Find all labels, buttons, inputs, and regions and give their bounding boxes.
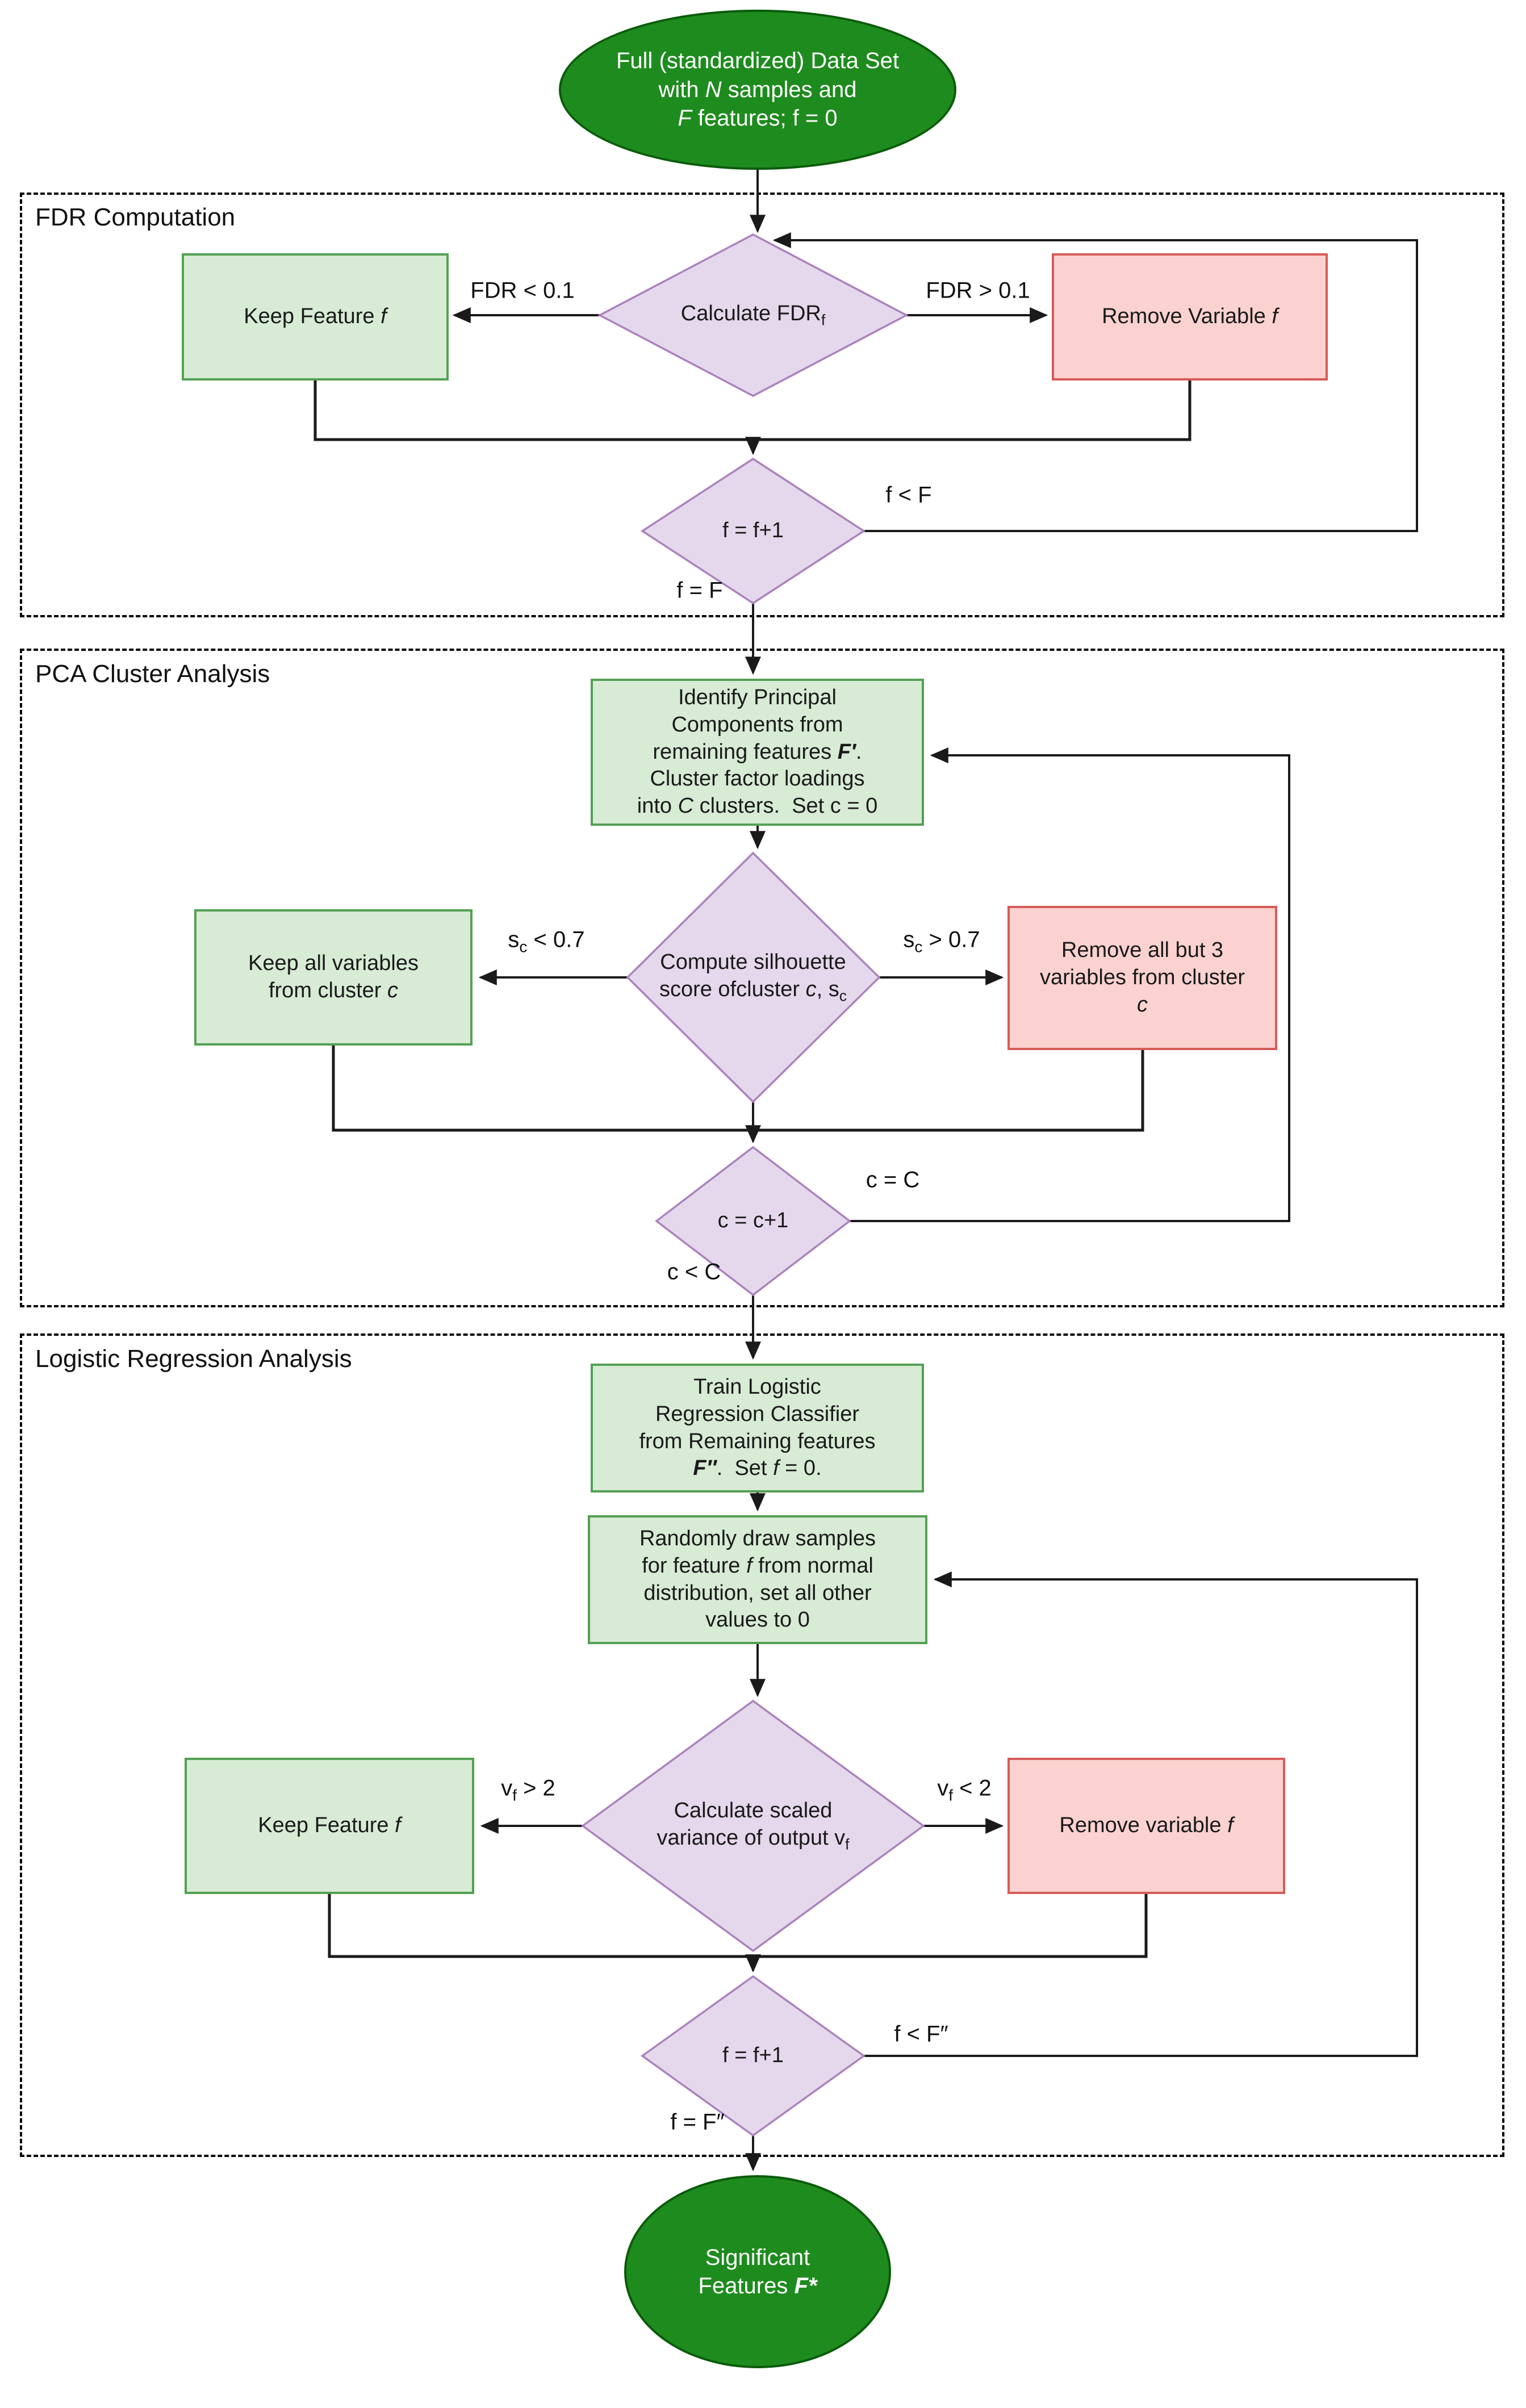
process-train-logistic-regression: Train Logistic Regression Classifier fro… [591, 1364, 924, 1493]
section-pca-cluster-analysis [20, 649, 1504, 1307]
end-terminal-text: Significant Features F* [698, 2244, 817, 2298]
process-remove-variable-f: Remove Variable f [1052, 253, 1328, 381]
section-label-pca: PCA Cluster Analysis [35, 660, 270, 688]
label-c-less-C: c < C [667, 1259, 721, 1285]
process-randomly-draw-samples: Randomly draw samples for feature f from… [588, 1515, 927, 1644]
edge-keepf2-merge [328, 1894, 753, 1958]
label-f-equals-F2: f = F″ [670, 2109, 725, 2135]
edge-pca-loop [850, 747, 1290, 1222]
label-c-equals-C: c = C [866, 1167, 920, 1193]
label-sc-greater: sc > 0.7 [903, 927, 980, 956]
decision-silhouette [626, 851, 881, 1103]
silhouette-text: Compute silhouette score ofcluster c, sc [659, 950, 847, 1005]
decision-calculate-fdr [597, 233, 909, 397]
edge-removef2-merge [753, 1894, 1148, 1958]
decision-lr-iterate [640, 1975, 866, 2137]
label-f-less-F2: f < F″ [894, 2021, 948, 2047]
label-f-equals-F: f = F [676, 578, 723, 603]
train-text: Train Logistic Regression Classifier fro… [639, 1374, 876, 1481]
process-keep-feature-f-2: Keep Feature f [185, 1758, 474, 1894]
variance-text: Calculate scaled variance of output vf [657, 1799, 850, 1853]
identify-text: Identify Principal Components from remai… [637, 685, 878, 818]
decision-variance-text: Calculate scaled variance of output vf [631, 1786, 875, 1866]
process-keep-all-variables: Keep all variables from cluster c [194, 909, 473, 1046]
decision-fdr-iterate [640, 457, 866, 605]
start-terminal-text: Full (standardized) Data Set with N samp… [616, 48, 899, 131]
decision-lr-iterate-text: f = f+1 [722, 2043, 784, 2068]
edge-keepall-merge [332, 1046, 753, 1132]
label-f-less-F: f < F [885, 482, 932, 508]
start-terminal: Full (standardized) Data Set with N samp… [559, 10, 956, 170]
end-terminal: Significant Features F* [624, 2175, 891, 2368]
edge-remove3-merge [753, 1050, 1144, 1132]
label-fdr-greater: FDR > 0.1 [926, 278, 1030, 303]
edge-lr-loop [864, 1571, 1418, 2057]
edge-removef-merge [753, 381, 1191, 441]
section-logistic-regression-analysis [20, 1333, 1504, 2157]
label-vf-less: vf < 2 [937, 1775, 992, 1804]
process-keep-feature-f: Keep Feature f [182, 253, 449, 381]
decision-pca-iterate-text: c = c+1 [717, 1209, 789, 1233]
label-fdr-less: FDR < 0.1 [470, 278, 575, 303]
decision-fdr-iterate-text: f = f+1 [722, 519, 784, 543]
decision-pca-iterate [655, 1146, 851, 1297]
randomly-text: Randomly draw samples for feature f from… [639, 1526, 876, 1632]
section-label-fdr: FDR Computation [35, 203, 236, 231]
label-sc-less: sc < 0.7 [508, 927, 585, 956]
remove-3-text: Remove all but 3 variables from cluster … [1039, 938, 1245, 1017]
label-vf-greater: vf > 2 [501, 1775, 555, 1804]
edge-keepf-merge [313, 381, 753, 441]
decision-variance [581, 1699, 925, 1953]
decision-silhouette-text: Compute silhouette score ofcluster c, sc [631, 937, 875, 1018]
process-identify-principal-components: Identify Principal Components from remai… [591, 679, 924, 826]
section-label-lr: Logistic Regression Analysis [35, 1345, 352, 1373]
keep-all-text: Keep all variables from cluster c [248, 951, 419, 1002]
decision-calculate-fdr-text: Calculate FDRf [680, 301, 826, 329]
section-fdr-computation [20, 193, 1504, 617]
process-remove-all-but-3: Remove all but 3 variables from cluster … [1007, 906, 1277, 1050]
process-remove-variable-f-2: Remove variable f [1007, 1758, 1285, 1894]
edge-fdr-loop [772, 232, 1418, 532]
